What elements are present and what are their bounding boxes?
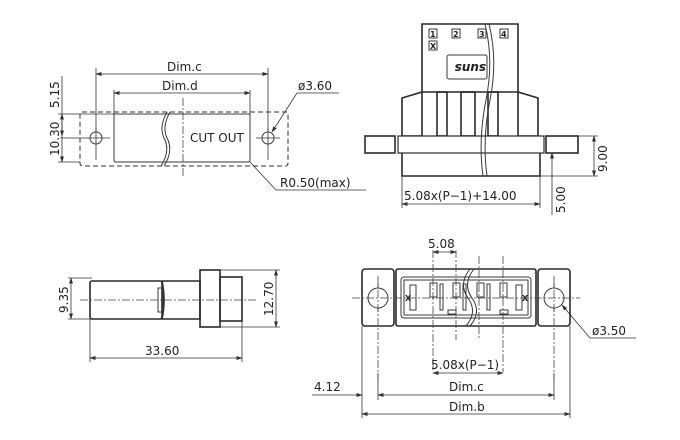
offset-label: 4.12 — [314, 380, 341, 394]
flange — [397, 135, 545, 154]
connector-side-view: 9.35 12.70 33.60 — [57, 269, 280, 362]
pitch-label: 5.08 — [428, 237, 455, 251]
fin — [436, 91, 448, 137]
side-fin-left — [401, 90, 423, 137]
flange-ear-right — [545, 135, 579, 154]
pin-contacts — [429, 282, 509, 315]
flange-height-label: 9.00 — [596, 145, 610, 172]
brand-logo: suns — [455, 61, 486, 75]
height-large-label: 12.70 — [262, 282, 276, 316]
break-line — [163, 111, 171, 167]
height-total-label: 10.30 — [48, 122, 62, 156]
flange-ear-left — [364, 135, 396, 154]
panel-outline — [79, 111, 289, 167]
cutout-view: Dim.c Dim.d ø3.60 CUT OUT R0.50(max) 10.… — [48, 60, 366, 191]
plug-rear — [219, 276, 243, 322]
pin-number-4: 4 — [501, 30, 507, 39]
dim-c-label: Dim.c — [167, 60, 202, 74]
housing-cavity — [403, 279, 529, 316]
break-line — [467, 268, 477, 327]
width-formula-label: 5.08x(P−1)+14.00 — [404, 189, 517, 203]
fin — [487, 91, 499, 137]
hole-dia-label: ø3.50 — [592, 324, 626, 338]
break-line — [480, 23, 491, 177]
hole-dia-label: ø3.60 — [298, 79, 332, 93]
housing-inner — [400, 276, 532, 319]
height-half-label: 5.15 — [48, 81, 62, 108]
dim-d-label: Dim.d — [162, 79, 198, 93]
pin-number-2: 2 — [453, 30, 459, 39]
cutout-rect — [113, 113, 251, 163]
side-fin-right — [517, 90, 539, 137]
pin-numbers: 1 2 3 4 X — [428, 28, 509, 51]
x-mark-right: X — [522, 294, 529, 303]
base-height-label: 5.00 — [554, 186, 568, 213]
x-mark: X — [430, 42, 437, 51]
key-right — [515, 284, 523, 311]
connector-front-view: 1 2 3 4 X suns 5.08x(P−1)+14.0 — [364, 23, 610, 215]
radius-label: R0.50(max) — [280, 176, 351, 190]
height-small-label: 9.35 — [57, 286, 71, 313]
dim-c-label: Dim.c — [449, 380, 484, 394]
base — [401, 153, 541, 177]
plug-mid — [161, 280, 201, 320]
length-label: 33.60 — [145, 344, 179, 358]
break-line — [484, 23, 495, 177]
dim-b-label: Dim.b — [449, 400, 485, 414]
pin-span-label: 5.08x(P−1) — [431, 358, 499, 372]
fin — [460, 91, 476, 137]
key-left — [409, 284, 417, 311]
pin-number-3: 3 — [479, 30, 485, 39]
pin-number-1: 1 — [430, 30, 436, 39]
connector-top-view: X X 5.08 ø3.50 5.08x(P−1) Dim.c — [312, 237, 636, 418]
cutout-label: CUT OUT — [190, 131, 245, 145]
break-line — [160, 111, 168, 167]
brand-plate — [446, 54, 488, 80]
plug-collar — [199, 269, 221, 328]
x-mark-left: X — [405, 294, 412, 303]
